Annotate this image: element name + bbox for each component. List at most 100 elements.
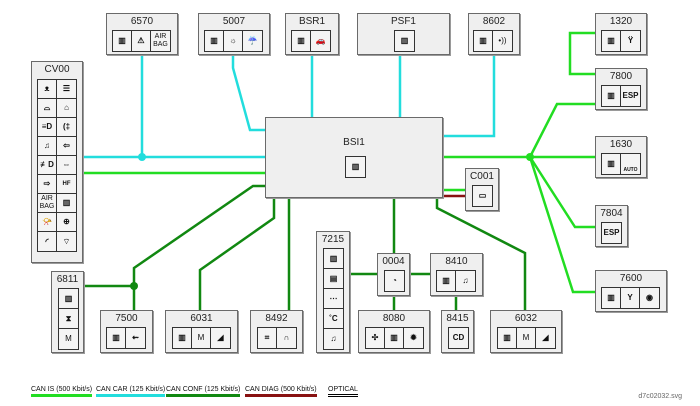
legend-swatch — [328, 394, 358, 397]
module-7600[interactable]: 7600 ▥ Y ◉ — [595, 270, 667, 312]
module-icons: ✣ ▥ ✹ — [365, 327, 424, 349]
chip-icon: ▥ — [107, 328, 126, 348]
chip-icon: ▥ — [602, 154, 621, 174]
seat-icon: ◢ — [217, 333, 224, 342]
module-icons: CD — [448, 327, 469, 349]
module-5007[interactable]: 5007 ▥ ☼ ☔ — [198, 13, 270, 55]
chip-icon: ▥ — [324, 249, 343, 269]
module-icons: ▭ — [472, 185, 493, 207]
module-icons: ▥ Y ◉ — [601, 287, 660, 309]
module-6031[interactable]: 6031 ▥ M ◢ — [165, 310, 238, 353]
esp-text-icon: ESP — [622, 91, 639, 100]
chip-icon: ▥ — [205, 31, 224, 51]
module-icons: ▥ Ÿ — [601, 30, 641, 52]
module-label: 8080 — [382, 313, 406, 324]
junction-can-conf — [130, 282, 138, 290]
module-label: 6570 — [130, 16, 154, 27]
chip-icon: ▥ — [602, 86, 621, 106]
module-icons: ⌗ ∩ — [257, 327, 297, 349]
dipped-beam-icon: ≡D — [38, 118, 57, 137]
module-psf1[interactable]: PSF1 ▥ — [357, 13, 450, 55]
module-icons: ▥ AUTO — [601, 153, 641, 175]
module-8602[interactable]: 8602 ▥ •)) — [468, 13, 520, 55]
diag-connector-icon: ▭ — [478, 191, 487, 200]
module-8410[interactable]: 8410 ▥ ♫ — [430, 253, 483, 296]
auto-gearbox-icon: AUTO — [623, 167, 638, 173]
chip-icon: ▥ — [498, 328, 517, 348]
air-con-icon: ✹ — [410, 333, 417, 342]
legend-swatch — [245, 394, 317, 397]
headlamp-wash-icon: ᴥ — [38, 80, 57, 99]
module-1630[interactable]: 1630 ▥ AUTO — [595, 136, 647, 178]
seat-icon: ◢ — [542, 333, 549, 342]
wire-6031 — [198, 198, 276, 312]
car-icon: 🚗 — [315, 36, 326, 45]
module-8492[interactable]: 8492 ⌗ ∩ — [250, 310, 303, 353]
module-6032[interactable]: 6032 ▥ M ◢ — [490, 310, 562, 353]
module-7500[interactable]: 7500 ▥ ⇜ — [100, 310, 153, 353]
wire-5007 — [231, 54, 265, 132]
chip-icon: ▥ — [113, 31, 132, 51]
module-icons: ▥ ♫ — [436, 270, 476, 292]
module-label: BSI1 — [343, 137, 365, 148]
wire-1320 — [568, 31, 596, 76]
instrument-panel-icon: ◔ — [392, 276, 397, 285]
chip-icon: ▥ — [57, 194, 76, 213]
module-0004[interactable]: 0004 ◔ — [377, 253, 410, 296]
legend-swatch — [166, 394, 241, 397]
speaker-icon: ◉ — [646, 293, 653, 302]
module-icons: ESP — [601, 222, 622, 244]
module-7215[interactable]: 7215 ▥ ▤ ⋯ ˚C ♫ — [316, 231, 350, 353]
module-c001[interactable]: C001 ▭ — [465, 168, 499, 211]
arrow-left-icon: ⇦ — [57, 137, 76, 156]
legend-swatch — [31, 394, 93, 397]
module-label: 1320 — [609, 16, 633, 27]
antenna-icon: Y — [621, 288, 640, 308]
module-icons: ▥ •)) — [473, 30, 513, 52]
motor-icon: M — [192, 328, 211, 348]
legend-label: CAN CONF (125 Kbit/s) — [166, 386, 241, 393]
sun-sensor-icon: ☼ — [224, 31, 243, 51]
module-icons: ▥ M ◢ — [172, 327, 231, 349]
module-label: 8410 — [445, 256, 468, 267]
motor-icon: M — [65, 334, 72, 343]
module-bsi1[interactable]: BSI1 ▥ — [265, 117, 443, 198]
module-label: 7800 — [609, 71, 633, 82]
module-7804[interactable]: 7804 ESP — [595, 205, 628, 247]
lighting-icon: ◜ — [38, 232, 57, 251]
module-icons: ▥ M ◢ — [497, 327, 556, 349]
module-icons: ▥ ⇜ — [106, 327, 146, 349]
module-8080[interactable]: 8080 ✣ ▥ ✹ — [358, 310, 430, 353]
module-label: 8415 — [446, 313, 469, 324]
module-label: BSR1 — [298, 16, 326, 27]
legend-label: CAN DIAG (500 Kbit/s) — [245, 386, 317, 393]
motor-icon: M — [517, 328, 536, 348]
module-icons: ▥ — [394, 30, 415, 52]
legend-can-car: CAN CAR (125 Kbit/s) — [96, 386, 166, 397]
legend-label: OPTICAL — [328, 386, 358, 393]
module-7800[interactable]: 7800 ▥ ESP — [595, 68, 647, 110]
door-exit-icon: ⇨ — [38, 175, 57, 194]
module-label: 6031 — [190, 313, 213, 324]
module-6811[interactable]: 6811 ▥ ⧗ M — [51, 271, 84, 353]
wire-7800 — [528, 102, 596, 158]
file-name: d7c02032.svg — [638, 393, 682, 400]
module-1320[interactable]: 1320 ▥ Ÿ — [595, 13, 647, 55]
module-8415[interactable]: 8415 CD — [441, 310, 474, 353]
module-icons: ▥ ▤ ⋯ ˚C ♫ — [323, 248, 344, 350]
seatbelt-icon: ⚠ — [132, 31, 151, 51]
module-bsr1[interactable]: BSR1 ▥ 🚗 — [285, 13, 339, 55]
module-label: 5007 — [222, 16, 246, 27]
module-icons: ▥ ESP — [601, 85, 641, 107]
module-label: 6032 — [514, 313, 538, 324]
chip-icon: ▥ — [602, 31, 621, 51]
legend-can-is: CAN IS (500 Kbit/s) — [31, 386, 93, 397]
chip-fuse-icon: ▥ — [351, 162, 360, 171]
trip-icon: ⋯ — [324, 289, 343, 309]
headlamp-level-icon: ⧗ — [59, 309, 78, 329]
